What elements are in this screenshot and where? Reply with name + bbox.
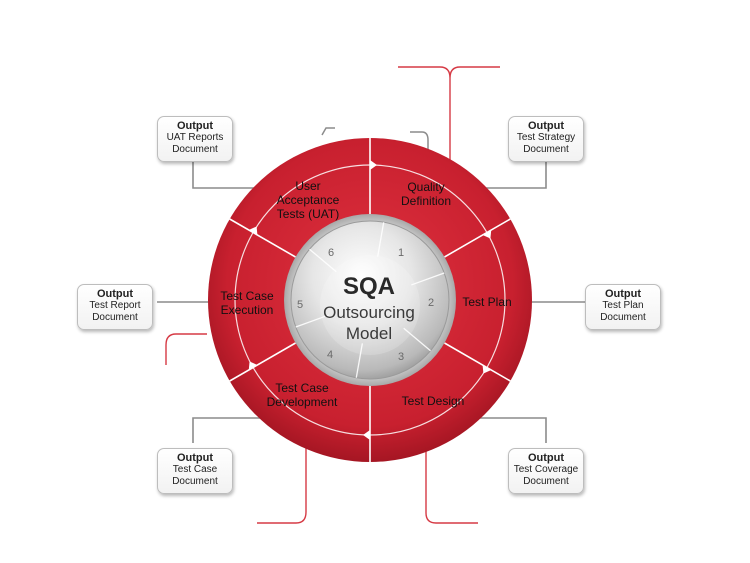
segment-label-line: Quality [407, 180, 444, 194]
segment-divider [229, 218, 296, 258]
hub-divider [403, 327, 431, 352]
segment-divider [229, 342, 296, 382]
connector-testcase [192, 417, 270, 443]
output-line: Test Coverage [513, 464, 579, 475]
segment-label-line: User [295, 179, 320, 193]
output-box-test-report: Output Test Report Document [77, 284, 153, 330]
divider-arrow-icon [370, 160, 377, 170]
segment-label-line: Definition [401, 194, 451, 208]
accent-bottom-left [257, 448, 307, 524]
output-box-test-strategy: Output Test Strategy Document [508, 116, 584, 162]
hub-number: 5 [297, 299, 303, 311]
output-line: Document [600, 312, 646, 323]
hub-number: 2 [428, 297, 434, 309]
output-box-uat-reports: Output UAT Reports Document [157, 116, 233, 162]
hub-divider [309, 248, 337, 273]
segment-label: Test Plan [462, 295, 511, 309]
output-box-test-plan: Output Test Plan Document [585, 284, 661, 330]
arrow-uat-to-quality [321, 127, 335, 136]
output-title: Output [176, 120, 214, 132]
output-line: Test Report [89, 300, 141, 311]
segment-label: Test Design [402, 394, 465, 408]
output-line: Test Plan [602, 300, 644, 311]
output-title: Output [527, 120, 565, 132]
segment-label-line: Tests (UAT) [277, 207, 339, 221]
hub-divider [355, 343, 363, 378]
accent-top-right [398, 66, 500, 180]
segment-dividers [229, 138, 511, 462]
output-box-test-case: Output Test Case Document [157, 448, 233, 494]
segment-label-line: Acceptance [277, 193, 340, 207]
accent-bottom-right [425, 449, 478, 524]
flow-arrows [321, 127, 429, 162]
output-title: Output [96, 288, 134, 300]
connector-coverage [475, 417, 547, 443]
center-line1: Outsourcing [323, 303, 415, 322]
output-title: Output [176, 452, 214, 464]
hub-number: 1 [398, 247, 404, 259]
divider-arrow-icon [363, 430, 370, 440]
divider-arrow-icon [248, 361, 258, 370]
connector-strategy [468, 162, 547, 189]
arrow-into-quality [410, 131, 429, 162]
divider-arrow-icon [482, 365, 492, 374]
output-line: Document [523, 476, 569, 487]
divider-arrow-icon [482, 230, 492, 239]
hub [290, 220, 450, 380]
hub-number: 3 [398, 351, 404, 363]
hub-divider [295, 314, 329, 328]
hub-dividers [295, 222, 445, 378]
hub-number: 4 [327, 349, 333, 361]
accent-lines [165, 66, 500, 524]
connector-uat [192, 162, 278, 189]
segment-label-line: Development [267, 395, 338, 409]
hub-numbers: 1 2 3 4 5 6 [297, 247, 434, 363]
output-title: Output [604, 288, 642, 300]
segment-label-line: Test Plan [462, 295, 511, 309]
output-title: Output [527, 452, 565, 464]
output-line: Document [92, 312, 138, 323]
divider-arrows [248, 160, 492, 440]
segment-label-line: Test Case [275, 381, 329, 395]
hub-divider [411, 272, 445, 286]
divider-arrow-icon [248, 226, 258, 235]
center-line2: Model [346, 324, 392, 343]
output-line: Document [172, 476, 218, 487]
output-line: Test Case [172, 464, 218, 475]
segment-divider [444, 342, 511, 382]
segment-divider [444, 218, 511, 258]
hub-number: 6 [328, 247, 334, 259]
output-box-test-coverage: Output Test Coverage Document [508, 448, 584, 494]
output-line: Document [172, 144, 218, 155]
segment-label-line: Test Design [402, 394, 465, 408]
output-line: Document [523, 144, 569, 155]
output-line: UAT Reports [166, 132, 224, 143]
segment-label-line: Execution [221, 303, 274, 317]
accent-left [165, 333, 207, 365]
connector-lines [157, 162, 585, 443]
center-title: SQA [343, 273, 395, 300]
output-line: Test Strategy [516, 132, 576, 143]
segment-label-line: Test Case [220, 289, 274, 303]
hub-center-gloss [320, 255, 420, 355]
hub-divider [377, 222, 385, 257]
